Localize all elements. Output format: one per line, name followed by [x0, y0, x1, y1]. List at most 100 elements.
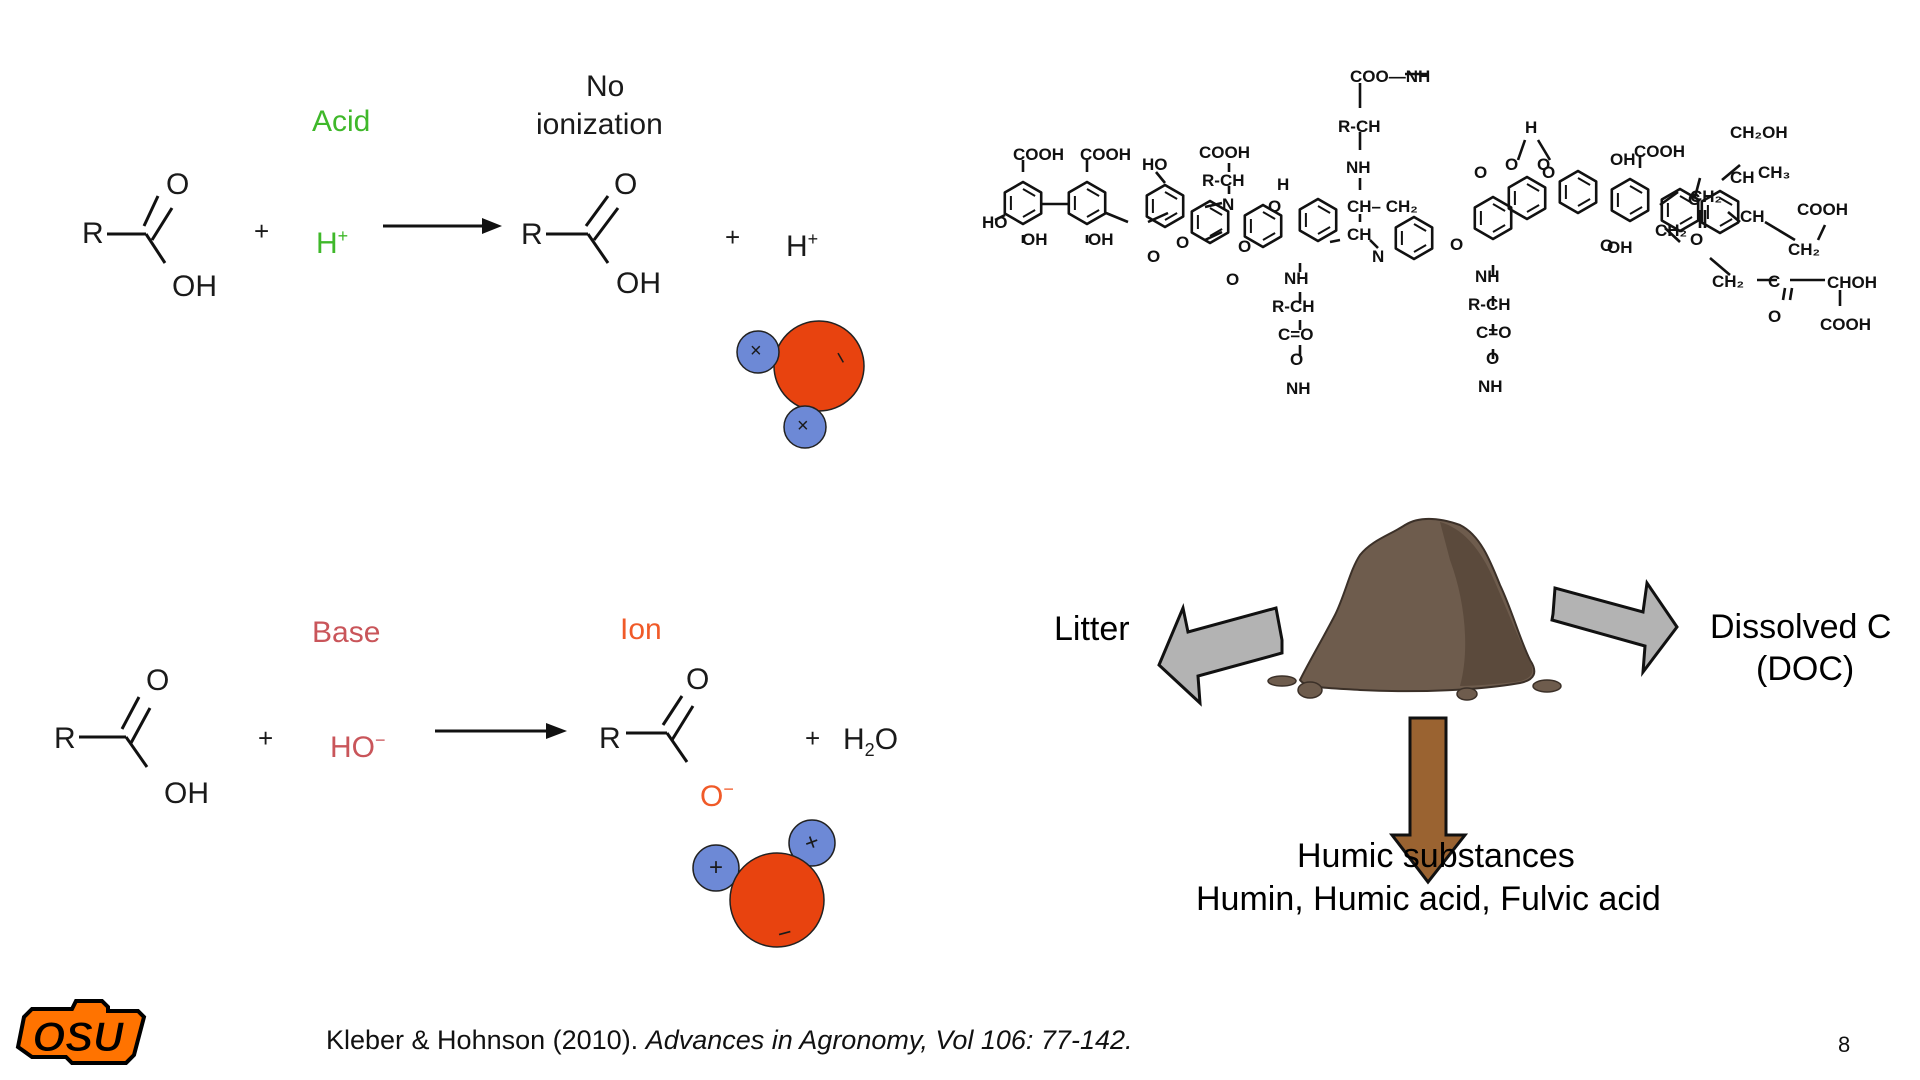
- citation-authors: Kleber & Hohnson (2010).: [326, 1025, 646, 1055]
- aromatic-ring: [1558, 169, 1598, 215]
- arrow-to-doc: [1550, 578, 1679, 677]
- structure-label: COOH: [1797, 200, 1848, 219]
- base-label: Base: [312, 616, 381, 649]
- structure-label: CH₂: [1712, 272, 1744, 291]
- structure-label: NH: [1284, 269, 1309, 288]
- slide-number: 8: [1838, 1032, 1851, 1057]
- structure-label: O: [1290, 350, 1303, 369]
- acid-byproduct-h-plus: H+: [786, 230, 818, 262]
- base-product-o-minus: O−: [700, 780, 734, 812]
- soil-pile: [1267, 518, 1562, 701]
- structure-label: R-CH: [1468, 295, 1511, 314]
- structure-label: O: [1450, 235, 1463, 254]
- structure-label: O: [1226, 270, 1239, 289]
- doc-label-line1: Dissolved C: [1710, 608, 1892, 646]
- byproduct-symbol: H: [786, 230, 808, 263]
- acid-plus-1: +: [254, 216, 270, 246]
- base-reaction-arrow: [435, 723, 567, 739]
- o-minus-symbol: O: [700, 780, 724, 813]
- base-reactant-oh: OH: [164, 777, 209, 810]
- base-byproduct-water: H2O: [843, 723, 899, 760]
- structure-label: COO—NH: [1350, 67, 1430, 86]
- acid-reagent-h-plus: H+: [316, 227, 348, 259]
- structure-label: CH: [1740, 207, 1765, 226]
- hydrogen-atom: [788, 819, 836, 867]
- ring-double-bond: [1151, 191, 1178, 221]
- osu-logo: OSU: [15, 999, 147, 1065]
- soil-pile-shade: [1440, 522, 1533, 686]
- water-molecule-bottom: [692, 819, 836, 948]
- aromatic-ring: [1003, 180, 1043, 226]
- arrow-to-humic: [1388, 716, 1469, 885]
- structure-label: COOH: [1013, 145, 1064, 164]
- hydrogen-atom: [736, 330, 780, 374]
- ring-double-bond: [1706, 197, 1733, 227]
- structure-label: NH: [1346, 158, 1371, 177]
- o-minus-charge: −: [723, 779, 734, 799]
- ring-double-bond: [1304, 205, 1331, 235]
- base-plus-2: +: [805, 723, 821, 753]
- structure-label: COOH: [1634, 142, 1685, 161]
- structure-label: O: [1176, 233, 1189, 252]
- base-product-bonds: [626, 695, 695, 763]
- structure-label: CH₂: [1655, 221, 1687, 240]
- structure-label: O: [1486, 349, 1499, 368]
- base-reactant-r: R: [54, 722, 76, 755]
- ring-double-bond: [1009, 188, 1036, 218]
- ring-double-bond: [1073, 188, 1100, 218]
- soil-clump: [1532, 679, 1562, 693]
- humic-substances-list: Humin, Humic acid, Fulvic acid: [1196, 880, 1661, 918]
- structure-label: OH: [1022, 230, 1048, 249]
- base-reactant-o: O: [146, 664, 170, 697]
- water-o: O: [874, 723, 899, 756]
- structure-label: O: [1537, 155, 1550, 174]
- structure-label: O: [1768, 307, 1781, 326]
- soil-clump: [1267, 675, 1297, 687]
- litter-label: Litter: [1054, 610, 1130, 648]
- water-bottom-h1-charge: +: [709, 854, 724, 881]
- water-subscript: 2: [864, 740, 875, 760]
- structure-label: N: [1372, 247, 1384, 266]
- arrow-to-litter: [1157, 602, 1284, 707]
- structure-label: OH: [1088, 230, 1114, 249]
- ring-double-bond: [1513, 183, 1540, 213]
- no-ionization-label-line1: No: [586, 70, 625, 103]
- structure-label: CH– CH₂: [1347, 197, 1418, 216]
- aromatic-ring: [1473, 195, 1513, 241]
- humic-acid-structure: [994, 72, 1842, 359]
- osu-logo-text: OSU: [32, 1013, 125, 1060]
- base-reagent-hydroxide: HO−: [330, 731, 386, 763]
- structure-label: C: [1768, 272, 1780, 291]
- aromatic-ring: [1700, 189, 1740, 235]
- reagent-symbol: HO: [330, 731, 375, 764]
- acid-reactant-bonds: [107, 195, 174, 264]
- structure-label: HO: [982, 213, 1008, 232]
- reagent-symbol: H: [316, 227, 338, 260]
- soil-clump: [1456, 687, 1478, 701]
- ring-double-bond: [1479, 203, 1506, 233]
- structure-label: NH: [1286, 379, 1311, 398]
- doc-label-line2: (DOC): [1756, 650, 1855, 688]
- aromatic-ring: [1660, 187, 1700, 233]
- water-top-h2-charge: ×: [797, 415, 809, 437]
- structure-label: HO: [1142, 155, 1168, 174]
- structure-label: R-CH: [1202, 171, 1245, 190]
- structure-label: CH₃: [1758, 163, 1790, 182]
- base-plus-1: +: [258, 723, 274, 753]
- base-reactant-bonds: [79, 696, 152, 768]
- structure-label: H: [1525, 118, 1537, 137]
- aromatic-ring: [1243, 203, 1283, 249]
- structure-label: COOH: [1820, 315, 1871, 334]
- acid-reactant-o: O: [166, 168, 190, 201]
- ring-double-bond: [1249, 211, 1276, 241]
- structure-label: CH: [1347, 225, 1372, 244]
- citation: Kleber & Hohnson (2010). Advances in Agr…: [326, 1025, 1133, 1056]
- acid-product-bonds: [546, 195, 620, 264]
- aromatic-ring: [1145, 183, 1185, 229]
- structure-label: H: [1277, 175, 1289, 194]
- soil-clump: [1297, 681, 1323, 699]
- aromatic-ring: [1610, 177, 1650, 223]
- structure-label: CHOH: [1827, 273, 1877, 292]
- structure-label: CH₂: [1690, 187, 1722, 206]
